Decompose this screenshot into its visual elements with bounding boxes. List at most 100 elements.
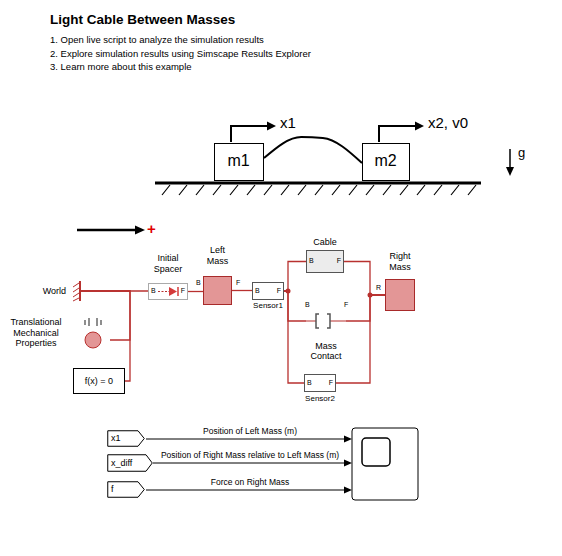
tag-outline xyxy=(108,482,145,498)
ground-surface xyxy=(155,183,481,195)
physical-connection xyxy=(188,291,203,292)
port-label: B xyxy=(305,301,310,309)
positive-direction-arrow xyxy=(135,226,145,235)
mechanical-properties-icon xyxy=(85,332,101,348)
world-ground-symbol xyxy=(73,281,80,301)
mass-box: m1 xyxy=(214,143,264,181)
spacer-icon xyxy=(169,287,177,296)
ground-surface xyxy=(155,182,481,185)
properties-block: Translational Mechanical Properties xyxy=(77,315,110,351)
block-name: Left Mass xyxy=(203,245,233,266)
gravity-label: g xyxy=(518,146,525,161)
sensor-block: BFSensor1 xyxy=(252,282,284,300)
port-label: B xyxy=(151,287,156,295)
sensor-block: BFSensor2 xyxy=(304,374,336,392)
block-name: Mass Contact xyxy=(306,341,346,362)
spacer-block: Initial SpacerBF xyxy=(148,283,188,300)
port-label: B xyxy=(307,379,312,387)
position-velocity-arrow xyxy=(415,122,424,131)
port-label: B xyxy=(309,257,314,265)
signal-tag: x_diff xyxy=(107,454,153,472)
position-label: x1 xyxy=(280,114,296,131)
port-label: B xyxy=(255,287,260,295)
position-arrow xyxy=(231,126,268,142)
mechanical-properties-icon xyxy=(85,318,101,326)
instruction-item: 1. Open live script to analyze the simul… xyxy=(50,35,264,46)
position-velocity-arrow xyxy=(379,122,424,143)
signal-tag: x1 xyxy=(107,430,145,447)
signal-label: Position of Left Mass (m) xyxy=(130,427,370,437)
positive-direction-arrow xyxy=(77,229,137,232)
mechanical-properties-icon xyxy=(85,318,101,348)
page-title: Light Cable Between Masses xyxy=(50,12,235,28)
tag-name: x_diff xyxy=(111,458,132,468)
port-label: F xyxy=(344,301,348,309)
scope-block xyxy=(362,438,390,466)
block-name: Right Mass xyxy=(383,251,417,272)
solver-block: f(x) = 0 xyxy=(73,368,125,394)
cable-curve xyxy=(264,137,362,163)
tag-outline xyxy=(108,431,145,447)
block-text: f(x) = 0 xyxy=(85,376,113,386)
tag-name: f xyxy=(111,484,114,494)
gravity-arrow xyxy=(509,149,511,168)
mass-name: m2 xyxy=(374,152,396,170)
signal-line xyxy=(146,439,346,440)
mass-contact-icon xyxy=(306,314,346,328)
contact-block: BFMass Contact xyxy=(306,313,346,329)
scope-block xyxy=(352,428,418,500)
port-label: F xyxy=(337,257,341,265)
gravity-arrow xyxy=(506,149,514,176)
spacer-icon xyxy=(158,287,178,296)
port-label: F xyxy=(329,379,333,387)
physical-connection xyxy=(232,290,252,291)
mass-contact-icon xyxy=(306,320,346,321)
signal-line xyxy=(344,460,352,467)
instruction-item: 3. Learn more about this example xyxy=(50,62,192,73)
signal-line xyxy=(146,490,346,491)
scope-block xyxy=(352,428,418,500)
mass-box: m2 xyxy=(362,143,410,181)
position-arrow xyxy=(267,122,276,131)
port-label: F xyxy=(277,287,281,295)
block-name: Sensor2 xyxy=(305,394,335,403)
mass-block: Right MassR xyxy=(385,279,415,311)
physical-connection xyxy=(80,291,130,340)
signal-line xyxy=(344,487,352,494)
spacer-icon xyxy=(158,291,170,292)
instruction-item: 2. Explore simulation results using Sims… xyxy=(50,49,311,60)
port-label: R xyxy=(376,284,381,292)
sign-label: + xyxy=(147,220,156,237)
cable-block: CableBF xyxy=(306,250,344,273)
block-name: Sensor1 xyxy=(253,301,283,310)
port-label: B xyxy=(196,279,201,287)
signal-label: Force on Right Mass xyxy=(130,478,370,488)
block-name: Translational Mechanical Properties xyxy=(5,317,67,348)
block-name: Cable xyxy=(313,237,337,247)
physical-connection xyxy=(284,291,306,321)
positive-direction-arrow xyxy=(77,226,145,235)
position-label: x2, v0 xyxy=(428,114,468,131)
gravity-arrow xyxy=(506,167,514,176)
signal-line xyxy=(344,436,352,443)
port-label: F xyxy=(181,287,185,295)
port-label: F xyxy=(236,279,240,287)
ground-surface xyxy=(162,185,476,195)
position-arrow xyxy=(231,122,276,143)
signal-line xyxy=(153,463,346,464)
block-name: Initial Spacer xyxy=(148,253,188,274)
block-name: World xyxy=(43,286,66,296)
position-velocity-arrow xyxy=(379,126,416,142)
mass-name: m1 xyxy=(227,152,249,170)
mass-contact-icon xyxy=(316,314,330,328)
spacer-icon xyxy=(177,287,179,296)
junction-dot xyxy=(286,289,373,298)
signal-tag: f xyxy=(107,481,145,498)
physical-connection xyxy=(284,291,304,383)
mass-block: Left MassBF xyxy=(203,276,232,305)
tag-name: x1 xyxy=(111,433,121,443)
physical-connection xyxy=(344,262,385,296)
physical-connection xyxy=(336,295,385,383)
world-block: World xyxy=(70,281,80,301)
